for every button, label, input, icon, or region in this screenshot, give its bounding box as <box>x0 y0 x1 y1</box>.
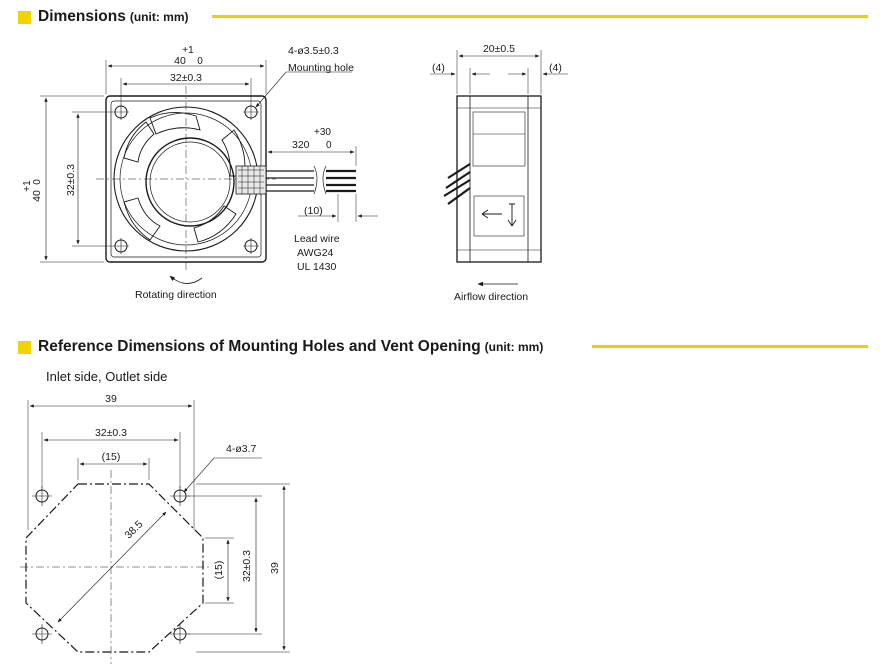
reference-holes <box>32 486 190 644</box>
front-hole-pitch: 32±0.3 <box>170 72 202 84</box>
ref-overall-width: 39 <box>105 393 117 405</box>
dimensions-rule <box>212 15 868 18</box>
reference-view <box>20 400 290 664</box>
front-hole-pitch-v: 32±0.3 <box>65 164 77 196</box>
ref-hole-pitch: 32±0.3 <box>95 427 127 439</box>
lead-length: 320 <box>292 139 310 151</box>
dimensions-unit: (unit: mm) <box>129 10 189 24</box>
side-view <box>430 50 568 287</box>
side-right-offset: (4) <box>549 62 562 74</box>
header-square-icon <box>18 11 31 24</box>
reference-caption: Inlet side, Outlet side <box>46 369 168 384</box>
width-tol-upper: +1 <box>182 45 194 56</box>
lead-tol-lower: 0 <box>326 140 332 151</box>
lead-wire-line-2: AWG24 <box>297 247 334 259</box>
height-nominal: 40 <box>31 190 43 202</box>
ref-flat-height: (15) <box>213 561 225 580</box>
airflow-direction-label: Airflow direction <box>454 291 528 303</box>
front-hole-spec: 4-ø3.5±0.3 <box>288 45 339 57</box>
side-depth: 20±0.5 <box>483 43 515 55</box>
width-tol-lower: 0 <box>197 56 203 67</box>
lead-tol-upper: +30 <box>314 127 331 138</box>
width-nominal: 40 <box>174 55 186 67</box>
ref-overall-height: 39 <box>269 562 281 574</box>
reference-rule <box>592 345 868 348</box>
side-view-labels: 20±0.5 (4) (4) Airflow direction <box>432 43 562 303</box>
reference-header: Reference Dimensions of Mounting Holes a… <box>18 338 868 360</box>
reference-title: Reference Dimensions of Mounting Holes a… <box>38 338 544 355</box>
header-square-icon <box>18 341 31 354</box>
mounting-hole-label: Mounting hole <box>288 62 354 74</box>
height-tol-upper: +1 <box>22 180 33 192</box>
lead-wire-line-1: Lead wire <box>294 233 340 245</box>
lead-strip: (10) <box>304 205 323 217</box>
lead-wire-line-3: UL 1430 <box>297 261 336 273</box>
front-view <box>40 60 378 284</box>
dimensions-title: Dimensions(unit: mm) <box>38 8 189 25</box>
front-view-labels: +1 40 0 32±0.3 4-ø3.5±0.3 Mounting hole … <box>22 45 354 301</box>
ref-diagonal: 38.5 <box>122 518 145 541</box>
dimensions-header: Dimensions(unit: mm) <box>18 8 868 30</box>
ref-hole-pitch-v: 32±0.3 <box>241 550 253 582</box>
vent-octagon <box>25 483 204 653</box>
side-left-offset: (4) <box>432 62 445 74</box>
rotating-direction-label: Rotating direction <box>135 289 217 301</box>
hub-circle <box>145 137 235 227</box>
side-body <box>456 95 542 263</box>
ref-flat-width: (15) <box>102 451 121 463</box>
mounting-holes <box>113 104 259 254</box>
reference-unit: (unit: mm) <box>484 340 544 354</box>
ref-hole-spec: 4-ø3.7 <box>226 443 257 455</box>
height-tol-lower: 0 <box>32 179 43 185</box>
